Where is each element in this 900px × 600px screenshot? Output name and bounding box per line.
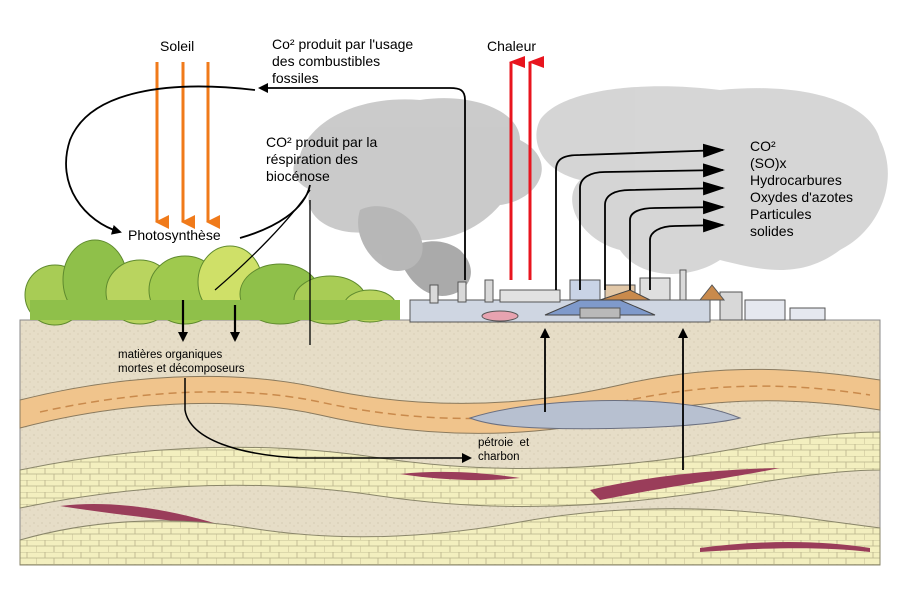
respiration-lines <box>214 189 311 345</box>
emission-nox: Oxydes d'azotes <box>750 189 854 205</box>
smoke-clouds <box>293 86 888 296</box>
respiration-line-1: CO² produit par la <box>266 134 378 150</box>
fossil-co2-arrow <box>258 83 466 280</box>
emission-hydrocarbons: Hydrocarbures <box>750 172 842 188</box>
respiration-line-3: biocénose <box>266 168 330 184</box>
heat-label: Chaleur <box>487 38 537 54</box>
emissions-list: CO² (SO)x Hydrocarbures Oxydes d'azotes … <box>750 138 890 240</box>
oil-reservoir <box>468 400 742 430</box>
photosynthesis-label: Photosynthèse <box>128 227 221 243</box>
emission-co2: CO² <box>750 138 776 154</box>
emission-particles: Particules <box>750 206 812 222</box>
fossil-co2-label: Co² produit par l'usage des combustibles… <box>272 36 492 87</box>
emission-sox: (SO)x <box>750 155 787 171</box>
dead-matter-label: matières organiques mortes et décomposeu… <box>118 348 318 376</box>
forest <box>24 239 400 326</box>
heat-arrows <box>509 56 544 280</box>
decomposition-arrows <box>178 300 240 342</box>
extraction-arrows <box>540 328 688 470</box>
limestone-layer-lower <box>19 508 881 566</box>
fossilization-arrow <box>184 378 472 463</box>
orange-sediment-layer <box>19 368 881 434</box>
emission-solids: solides <box>750 223 794 239</box>
respiration-co2-label: CO² produit par la réspiration des biocé… <box>266 134 436 185</box>
oil-coal-line-2: charbon <box>478 451 520 463</box>
limestone-layer-upper <box>19 431 881 509</box>
fossil-co2-line-3: fossiles <box>272 70 319 86</box>
respiration-line-2: réspiration des <box>266 151 358 167</box>
oil-coal-label: pétroie et charbon <box>478 436 578 464</box>
oil-coal-line-1: pétroie et <box>478 437 530 449</box>
factory-complex <box>409 269 826 323</box>
fossil-co2-line-2: des combustibles <box>272 53 381 69</box>
sun-label: Soleil <box>160 38 195 54</box>
dead-matter-line-2: mortes et décomposeurs <box>118 363 245 375</box>
dead-matter-line-1: matières organiques <box>118 349 223 361</box>
emission-arrows <box>555 143 725 290</box>
fossil-co2-line-1: Co² produit par l'usage <box>272 36 414 52</box>
